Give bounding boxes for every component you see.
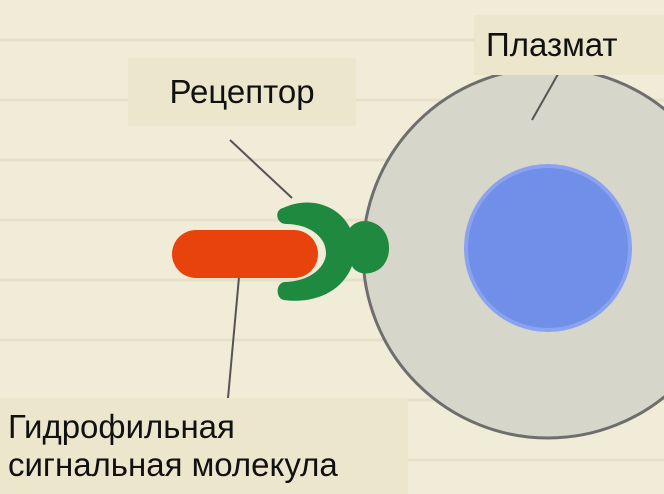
nucleus	[466, 166, 630, 330]
receptor-label: Рецептор	[128, 58, 356, 126]
molecule-leader-line	[228, 266, 240, 398]
signal-molecule-label-line2: сигнальная молекула	[8, 446, 408, 484]
signal-molecule	[172, 230, 318, 278]
receptor-leader-line	[230, 140, 292, 198]
signal-molecule-label: Гидрофильная сигнальная молекула	[0, 398, 408, 494]
signal-molecule-label-line1: Гидрофильная	[8, 408, 408, 446]
plasma-membrane-label: Плазмат	[474, 15, 664, 75]
